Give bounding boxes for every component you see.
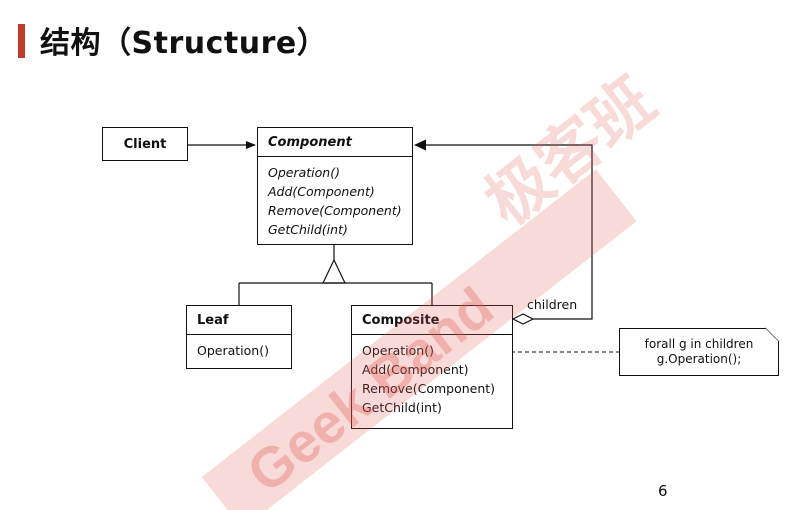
composite-class-box: Composite Operation() Add(Component) Rem… <box>351 305 513 429</box>
children-association-line <box>425 144 593 320</box>
inheritance-triangle <box>322 258 346 284</box>
client-class-name: Client <box>123 136 167 152</box>
code-note: forall g in children g.Operation(); <box>619 328 779 376</box>
note-line: g.Operation(); <box>656 352 742 366</box>
component-methods: Operation() Add(Component) Remove(Compon… <box>258 157 412 245</box>
composite-method: Add(Component) <box>362 362 469 377</box>
title-accent-bar <box>18 24 25 58</box>
note-line: forall g in children <box>644 337 754 351</box>
leaf-method: Operation() <box>197 343 269 358</box>
composite-method: GetChild(int) <box>362 400 442 415</box>
component-method: Remove(Component) <box>268 203 402 218</box>
component-method: Add(Component) <box>268 184 375 199</box>
component-class-name: Component <box>258 128 412 157</box>
composite-class-name: Composite <box>352 306 512 335</box>
leaf-methods: Operation() <box>187 335 291 366</box>
leaf-class-box: Leaf Operation() <box>186 305 292 369</box>
composite-method: Remove(Component) <box>362 381 496 396</box>
page-title: 结构（Structure） <box>40 26 328 61</box>
component-method: GetChild(int) <box>268 222 348 237</box>
leaf-class-name: Leaf <box>187 306 291 335</box>
composite-methods: Operation() Add(Component) Remove(Compon… <box>352 335 512 423</box>
page-number: 6 <box>658 482 668 500</box>
component-method: Operation() <box>268 165 340 180</box>
children-association-label: children <box>527 297 578 312</box>
composite-method: Operation() <box>362 343 434 358</box>
aggregation-diamond <box>511 313 535 325</box>
children-association-arrow <box>414 139 426 151</box>
client-class-box: Client <box>102 127 188 161</box>
component-class-box: Component Operation() Add(Component) Rem… <box>257 127 413 245</box>
